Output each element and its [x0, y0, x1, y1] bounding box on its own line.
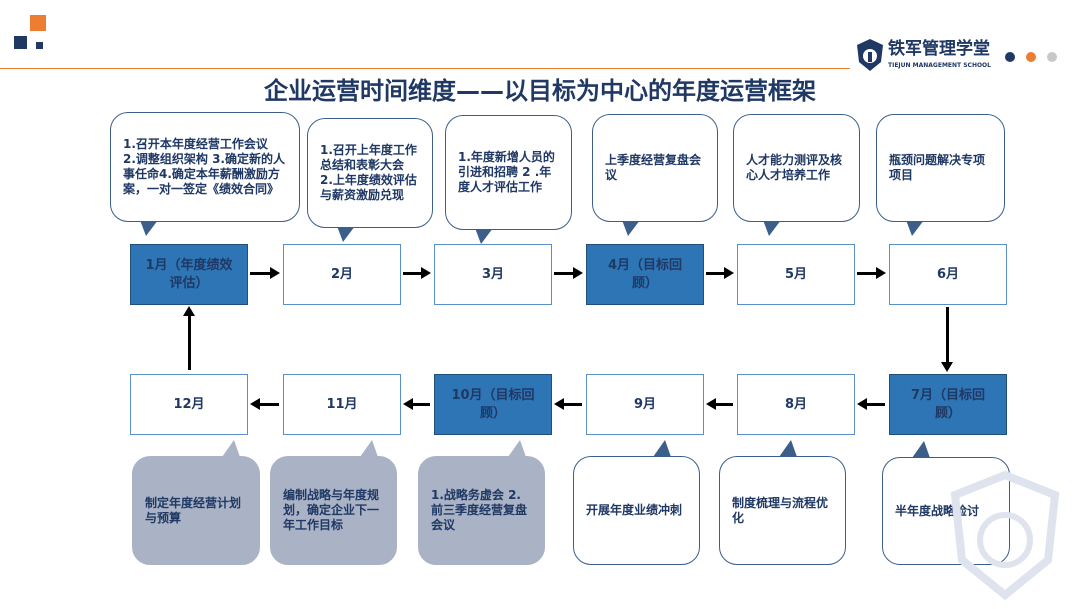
callout-tail — [475, 228, 493, 244]
callout-note-5: 人才能力测评及核心人才培养工作 — [733, 114, 860, 222]
brand-subtitle: TIEJUN MANAGEMENT SCHOOL — [888, 62, 991, 69]
flow-arrow-right — [403, 271, 422, 275]
callout-note-12: 制定年度经营计划与预算 — [132, 456, 260, 565]
flow-arrow-left — [258, 402, 279, 406]
callout-note-7: 半年度战略检讨 — [882, 457, 1010, 565]
decor-square-navy — [14, 36, 27, 49]
arrow-head-icon — [573, 267, 583, 279]
callout-tail — [360, 440, 378, 457]
month-box-11: 11月 — [283, 374, 401, 435]
month-box-6: 6月 — [889, 244, 1007, 305]
month-box-9: 9月 — [586, 374, 704, 435]
callout-note-2: 1.召开上年度工作总结和表彰大会 2.上年度绩效评估与薪资激励兑现 — [307, 118, 433, 228]
callout-note-11: 编制战略与年度规划，确定企业下一年工作目标 — [270, 456, 397, 565]
callout-text: 1.召开本年度经营工作会议 2.调整组织架构 3.确定新的人事任命4.确定本年薪… — [123, 137, 285, 196]
callout-note-9: 开展年度业绩冲刺 — [573, 456, 700, 565]
flow-arrow-down — [945, 307, 949, 363]
flow-arrow-left — [411, 402, 430, 406]
month-box-2: 2月 — [283, 244, 401, 305]
month-box-5: 5月 — [737, 244, 855, 305]
month-box-1: 1月（年度绩效评估） — [130, 244, 248, 305]
callout-note-8: 制度梳理与流程优化 — [719, 456, 846, 565]
flow-arrow-right — [706, 271, 725, 275]
arrow-head-icon — [724, 267, 734, 279]
arrow-head-icon — [857, 398, 867, 410]
flow-arrow-left — [562, 402, 582, 406]
callout-note-3: 1.年度新增人员的引进和招聘 2 .年度人才评估工作 — [445, 115, 572, 230]
shield-icon — [857, 39, 883, 71]
brand-logo — [855, 38, 885, 72]
callout-tail — [222, 440, 240, 457]
header-divider — [0, 68, 850, 69]
month-box-12: 12月 — [130, 374, 248, 435]
arrow-head-icon — [706, 398, 716, 410]
callout-text: 编制战略与年度规划，确定企业下一年工作目标 — [283, 488, 380, 532]
arrow-head-icon — [250, 398, 260, 410]
callout-tail — [508, 440, 526, 457]
month-box-10: 10月（目标回顾） — [434, 374, 552, 435]
month-box-7: 7月（目标回顾） — [889, 374, 1007, 435]
callout-tail — [653, 440, 671, 457]
page-title: 企业运营时间维度——以目标为中心的年度运营框架 — [264, 77, 816, 105]
callout-text: 上季度经营复盘会议 — [605, 153, 702, 182]
watermark-shield-icon — [950, 470, 1060, 600]
arrow-head-icon — [876, 267, 886, 279]
flow-arrow-right — [554, 271, 574, 275]
decor-square-navy-small — [36, 42, 43, 49]
brand-name: 铁军管理学堂 — [888, 39, 990, 59]
callout-text: 1.年度新增人员的引进和招聘 2 .年度人才评估工作 — [458, 150, 555, 194]
flow-arrow-right — [250, 271, 271, 275]
arrow-head-icon — [183, 306, 195, 316]
callout-text: 制度梳理与流程优化 — [732, 495, 829, 525]
arrow-head-icon — [403, 398, 413, 410]
callout-text: 开展年度业绩冲刺 — [586, 503, 683, 517]
callout-text: 瓶颈问题解决专项项目 — [889, 153, 986, 182]
month-box-3: 3月 — [434, 244, 552, 305]
flow-arrow-up — [187, 314, 191, 370]
callout-text: 人才能力测评及核心人才培养工作 — [746, 153, 843, 182]
callout-text: 制定年度经营计划与预算 — [145, 495, 242, 525]
dot-orange — [1026, 52, 1036, 62]
callout-tail — [912, 441, 930, 458]
flow-arrow-right — [857, 271, 877, 275]
flow-arrow-left — [865, 402, 885, 406]
month-box-4: 4月（目标回顾） — [586, 244, 704, 305]
arrow-head-icon — [554, 398, 564, 410]
month-box-8: 8月 — [737, 374, 855, 435]
flow-arrow-left — [714, 402, 733, 406]
callout-text: 1.战略务虚会 2.前三季度经营复盘会议 — [431, 488, 528, 532]
arrow-head-icon — [941, 362, 953, 372]
callout-tail — [906, 220, 924, 236]
callout-text: 1.召开上年度工作总结和表彰大会 2.上年度绩效评估与薪资激励兑现 — [320, 143, 417, 202]
callout-note-1: 1.召开本年度经营工作会议 2.调整组织架构 3.确定新的人事任命4.确定本年薪… — [110, 112, 300, 222]
decor-square-orange — [30, 15, 46, 31]
callout-tail — [763, 220, 781, 236]
callout-note-6: 瓶颈问题解决专项项目 — [876, 114, 1005, 222]
arrow-head-icon — [270, 267, 280, 279]
callout-tail — [779, 440, 797, 457]
dot-gray — [1047, 52, 1057, 62]
callout-note-4: 上季度经营复盘会议 — [592, 114, 718, 222]
dot-navy — [1005, 52, 1015, 62]
arrow-head-icon — [421, 267, 431, 279]
callout-tail — [140, 220, 158, 236]
callout-tail — [622, 220, 640, 236]
callout-tail — [337, 226, 355, 242]
callout-note-10: 1.战略务虚会 2.前三季度经营复盘会议 — [418, 456, 545, 565]
